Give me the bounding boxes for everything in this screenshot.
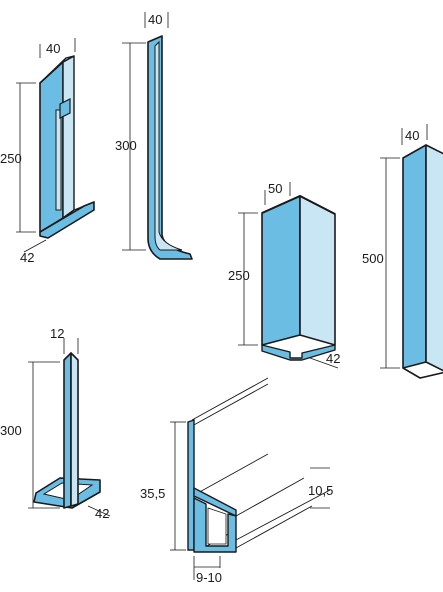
profile-3: 50 250 42 [228, 181, 340, 369]
profile-6-channel [193, 497, 237, 553]
profile-2-dim-width: 40 [148, 12, 162, 27]
profile-4: 40 500 [362, 124, 443, 379]
profile-1-dim-height: 250 [0, 151, 22, 166]
profile-1-groove [55, 109, 62, 211]
profile-3-bottom [261, 344, 336, 361]
profile-2-dim-height: 300 [115, 138, 137, 153]
profile-5-dim-depth: 42 [95, 506, 109, 521]
profile-3-right-face [299, 195, 336, 346]
profile-2-inner [154, 40, 183, 251]
profile-6: 35,5 10,5 9-10 [140, 377, 333, 585]
profile-4-right-face [425, 144, 443, 372]
profile-1-foot-top [62, 201, 95, 219]
profile-1-clip [59, 98, 71, 119]
profile-5-fin-front [63, 352, 72, 509]
profile-6-web [187, 419, 195, 551]
profile-4-left-face [402, 144, 427, 369]
profile-3-dim-width: 50 [268, 181, 282, 196]
profile-6-dim-height: 35,5 [140, 486, 165, 501]
profile-3-dim-height: 250 [228, 268, 250, 283]
profile-5-dim-height: 300 [0, 423, 22, 438]
profile-3-left-face [261, 195, 301, 346]
profile-1-inner-face [62, 55, 75, 219]
profile-6-dim-gap: 9-10 [196, 570, 222, 585]
profile-1: 40 250 42 [0, 38, 95, 265]
profile-1-top-rim [39, 55, 75, 84]
profile-4-dim-height: 500 [362, 251, 384, 266]
profile-1-dim-depth: 42 [20, 250, 34, 265]
profile-1-dim-width: 40 [46, 41, 60, 56]
profile-6-dim-channel: 10,5 [308, 483, 333, 498]
profile-3-dim-depth: 42 [326, 351, 340, 366]
profile-4-dim-width: 40 [405, 128, 419, 143]
profile-2: 40 300 [115, 12, 193, 260]
profile-5-dim-width: 12 [50, 326, 64, 341]
profile-5-fin-side [70, 352, 79, 507]
profile-5: 12 300 42 [0, 326, 111, 521]
